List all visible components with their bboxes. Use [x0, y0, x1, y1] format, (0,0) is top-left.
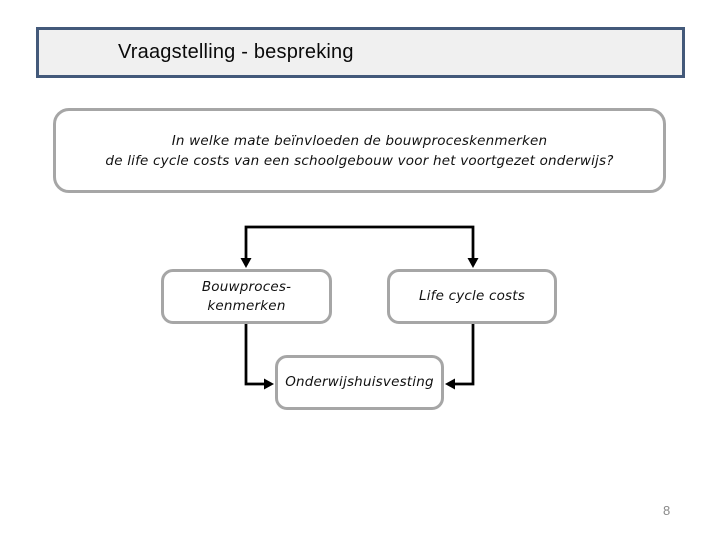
connector-right-elbow: [445, 324, 475, 390]
connector-left-elbow: [244, 324, 274, 390]
node-bouwproceskenmerken: Bouwproces- kenmerken: [161, 269, 332, 324]
node-onderwijshuisvesting: Onderwijshuisvesting: [275, 355, 444, 410]
research-question-box: In welke mate beïnvloeden de bouwprocesk…: [53, 108, 666, 193]
connector-bracket-down: [240, 225, 479, 268]
page-number: 8: [663, 503, 671, 518]
slide-title: Vraagstelling - bespreking: [118, 41, 354, 63]
node-life-cycle-costs: Life cycle costs: [387, 269, 557, 324]
node-label-line: Onderwijshuisvesting: [285, 374, 434, 390]
node-label-line: Bouwproces-: [201, 278, 292, 295]
node-label-line: Life cycle costs: [418, 288, 526, 304]
node-label-line: kenmerken: [207, 297, 286, 314]
slide-title-bar: Vraagstelling - bespreking: [36, 27, 685, 78]
question-line-1: In welke mate beïnvloeden de bouwprocesk…: [171, 132, 548, 149]
question-line-2: de life cycle costs van een schoolgebouw…: [105, 152, 614, 169]
